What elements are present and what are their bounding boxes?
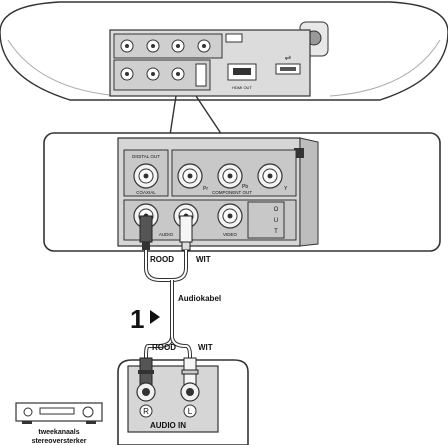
right-channel-marker: R	[143, 407, 149, 416]
zoom-panel: DIGITAL OUT COAXIAL Pr Pb Y COMPONENT OU…	[117, 137, 319, 251]
hdmi-label: HDMI OUT	[232, 85, 252, 90]
component-out-label: COMPONENT OUT	[212, 190, 252, 195]
callout-pointer	[169, 95, 223, 136]
pb-label: Pb	[242, 184, 248, 190]
out-letter-u: U	[274, 218, 278, 224]
cable-white-label-bottom: WIT	[198, 343, 213, 352]
cable-label: Audiokabel	[178, 294, 221, 303]
digital-out-label: DIGITAL OUT	[132, 154, 160, 159]
left-channel-marker: L	[188, 407, 193, 416]
pr-label: Pr	[203, 186, 208, 192]
cable-red-label-bottom: ROOD	[152, 343, 176, 352]
video-label: VIDEO	[223, 232, 238, 237]
out-letter-t: T	[274, 229, 278, 235]
audio-label: AUDIO	[159, 232, 174, 237]
step-number: 1	[130, 304, 144, 334]
audio-in-label: AUDIO IN	[150, 421, 186, 430]
white-plug-top	[179, 215, 193, 243]
red-plug-top	[139, 215, 153, 243]
step-arrow-icon	[150, 310, 160, 324]
out-letter-o: O	[274, 207, 279, 213]
rear-panel: HDMI OUT ⇌	[109, 29, 311, 97]
cable-white-label-top: WIT	[196, 255, 211, 264]
device-name-line1: tweekanaals	[38, 429, 79, 436]
cable-red-label-top: ROOD	[150, 255, 174, 264]
coaxial-label: COAXIAL	[136, 190, 156, 195]
audio-in-panel: R L AUDIO IN	[117, 357, 249, 445]
audio-cable	[144, 250, 192, 364]
amplifier-icon	[15, 402, 103, 424]
y-label: Y	[284, 186, 288, 192]
device-name-line2: stereoversterker	[32, 438, 87, 445]
usb-icon: ⇌	[285, 53, 292, 62]
